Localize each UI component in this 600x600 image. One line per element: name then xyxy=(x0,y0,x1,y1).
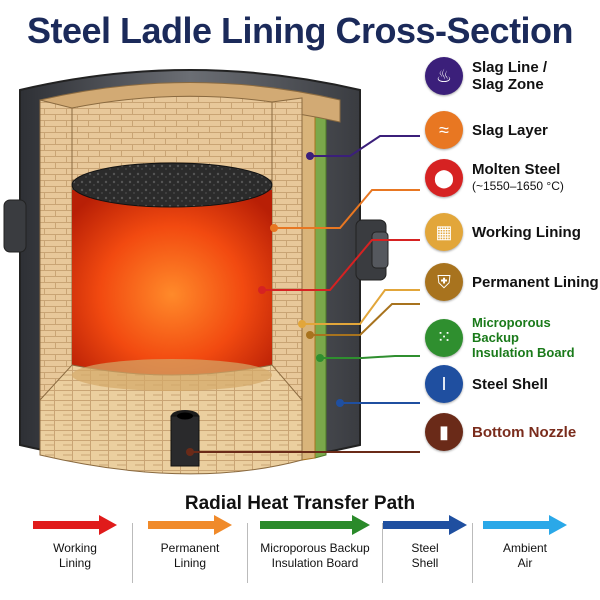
nozzle-icon: ▮ xyxy=(425,413,463,451)
divider xyxy=(132,523,133,583)
callout-3: ▦ Working Lining xyxy=(425,213,581,251)
leader-dots xyxy=(186,152,344,456)
divider xyxy=(247,523,248,583)
callout-label: Slag Layer xyxy=(472,122,548,139)
callout-label: Bottom Nozzle xyxy=(472,424,576,441)
heat-step-line2: Air xyxy=(517,556,533,570)
slag-line-icon: ♨ xyxy=(425,57,463,95)
heat-step-line2: Lining xyxy=(58,556,92,570)
callout-6: I Steel Shell xyxy=(425,365,548,403)
arrow-icon xyxy=(33,515,117,535)
arrow-icon xyxy=(483,515,567,535)
callout-1: ≈ Slag Layer xyxy=(425,111,548,149)
callout-0: ♨ Slag Line /Slag Zone xyxy=(425,57,547,95)
callout-label: Permanent Lining xyxy=(472,274,599,291)
heat-step-line1: Microporous Backup xyxy=(260,541,370,555)
callout-line1: Steel Shell xyxy=(472,375,548,393)
callout-line1: Molten Steel xyxy=(472,161,561,178)
arrow-icon xyxy=(148,515,232,535)
arrow-icon xyxy=(260,515,370,535)
heat-step-line1: Steel xyxy=(411,541,439,555)
molten-steel xyxy=(72,190,272,380)
leader-lines xyxy=(190,135,420,453)
slag-layer xyxy=(71,162,273,208)
ladle-pour-icon: ⬤ xyxy=(425,159,463,197)
callout-label: Molten Steel(~1550–1650 °C) xyxy=(472,161,564,195)
callout-label: Working Lining xyxy=(472,224,581,241)
callout-label: Steel Shell xyxy=(472,376,548,393)
callout-2: ⬤ Molten Steel(~1550–1650 °C) xyxy=(425,159,564,197)
dots-grid-icon: ⁙ xyxy=(425,318,463,357)
callout-line2: Insulation Board xyxy=(472,345,575,360)
heat-step-line2: Shell xyxy=(411,556,439,570)
bottom-nozzle xyxy=(170,410,200,467)
waves-icon: ≈ xyxy=(425,111,463,149)
callout-7: ▮ Bottom Nozzle xyxy=(425,413,576,451)
page-title: Steel Ladle Lining Cross-Section xyxy=(26,10,574,51)
callout-line1: Slag Line / xyxy=(472,59,548,76)
ladle-cross-section xyxy=(3,69,420,475)
callout-sub: (~1550–1650 °C) xyxy=(472,179,564,193)
heat-step-line2: Insulation Board xyxy=(271,556,359,570)
left-trunnion xyxy=(3,199,27,253)
insulation-board xyxy=(314,99,327,459)
heat-step-line1: Working xyxy=(53,541,97,555)
heat-step-line1: Permanent xyxy=(160,541,220,555)
heat-step-line1: Ambient xyxy=(502,541,548,555)
callout-line2: Slag Zone xyxy=(472,76,544,93)
callout-line1: Slag Layer xyxy=(472,121,548,139)
arrow-icon xyxy=(383,515,467,535)
callout-line1: Working Lining xyxy=(472,223,581,241)
callout-line1: Microporous Backup xyxy=(472,315,551,345)
callout-4: ⛨ Permanent Lining xyxy=(425,263,599,301)
callout-label: Slag Line /Slag Zone xyxy=(472,59,547,93)
heat-step-line2: Lining xyxy=(173,556,207,570)
callout-line1: Permanent Lining xyxy=(472,273,599,291)
brick-icon: ▦ xyxy=(425,213,463,251)
callout-line1: Bottom Nozzle xyxy=(472,423,577,441)
i-beam-icon: I xyxy=(425,365,463,403)
divider xyxy=(382,523,383,583)
divider xyxy=(472,523,473,583)
shield-icon: ⛨ xyxy=(425,263,463,301)
heat-path-title: Radial Heat Transfer Path xyxy=(184,493,416,514)
